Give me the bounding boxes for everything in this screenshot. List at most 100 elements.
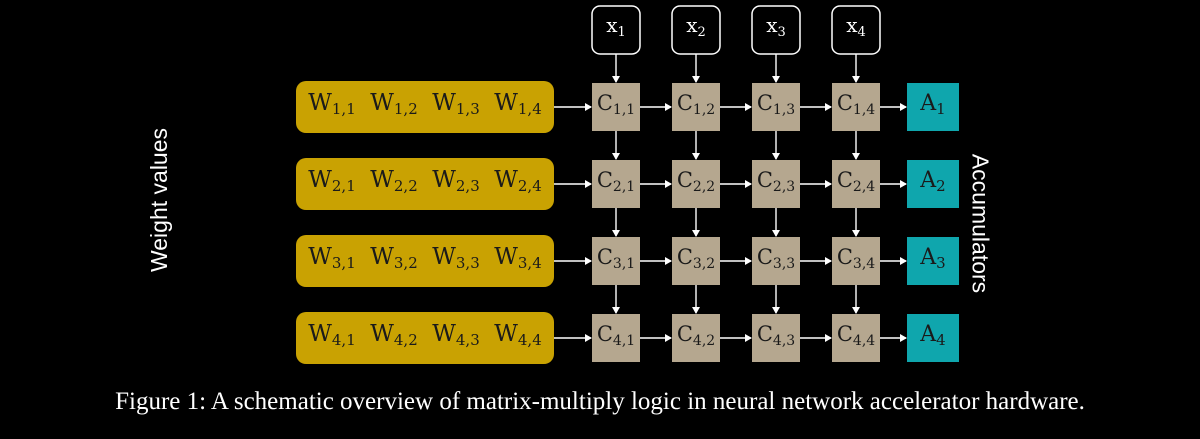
mac-cell-label: C1,4 xyxy=(837,91,875,119)
figure-caption: Figure 1: A schematic overview of matrix… xyxy=(115,388,1085,415)
weight-value: W4,3 xyxy=(432,321,480,349)
accumulators-label: Accumulators xyxy=(967,153,994,294)
input-box-x4: x4 xyxy=(831,5,881,55)
mac-cell-box xyxy=(672,160,720,208)
mac-cell-label: C3,2 xyxy=(677,245,715,273)
mac-cell-3-2: C3,2 xyxy=(672,237,720,285)
mac-cell-label: C2,2 xyxy=(677,168,715,196)
accumulator-label: A2 xyxy=(919,168,945,195)
accumulator-label: A1 xyxy=(919,91,945,118)
mac-cell-box xyxy=(752,314,800,362)
input-label: x4 xyxy=(846,13,866,40)
weight-value: W1,2 xyxy=(370,90,418,118)
input-box-x2: x2 xyxy=(671,5,721,55)
weight-value: W3,4 xyxy=(494,244,542,272)
mac-cell-label: C4,2 xyxy=(677,322,715,350)
arrow-layer xyxy=(554,54,907,342)
mac-cell-label: C3,3 xyxy=(757,245,795,273)
accumulator-box xyxy=(907,160,959,208)
mac-cell-label: C1,3 xyxy=(757,91,795,119)
mac-cell-label: C4,4 xyxy=(837,322,875,350)
mac-cell-2-3: C2,3 xyxy=(752,160,800,208)
accumulator-4: A4 xyxy=(907,314,959,362)
mac-cell-box xyxy=(752,237,800,285)
input-box-frame xyxy=(831,5,881,55)
accumulator-label: A4 xyxy=(919,322,945,349)
mac-cell-4-4: C4,4 xyxy=(832,314,880,362)
weight-value: W3,1 xyxy=(308,244,356,272)
mac-cell-label: C3,4 xyxy=(837,245,875,273)
input-label: x2 xyxy=(686,13,706,40)
mac-cell-box xyxy=(752,160,800,208)
mac-cell-3-1: C3,1 xyxy=(592,237,640,285)
mac-cell-box xyxy=(592,314,640,362)
mac-cell-box xyxy=(752,83,800,131)
mac-cell-4-3: C4,3 xyxy=(752,314,800,362)
weight-value: W3,2 xyxy=(370,244,418,272)
mac-cell-box xyxy=(832,83,880,131)
mac-cell-1-2: C1,2 xyxy=(672,83,720,131)
accumulator-box xyxy=(907,83,959,131)
mac-cell-1-4: C1,4 xyxy=(832,83,880,131)
weight-row-3: W3,1 W3,2 W3,3 W3,4 xyxy=(296,235,554,287)
mac-cell-label: C4,1 xyxy=(597,322,635,350)
weight-value: W1,1 xyxy=(308,90,356,118)
weight-value: W2,2 xyxy=(370,167,418,195)
accumulator-3: A3 xyxy=(907,237,959,285)
weight-row-box xyxy=(296,81,554,133)
accumulator-box xyxy=(907,314,959,362)
mac-cell-box xyxy=(832,237,880,285)
weight-row-box xyxy=(296,158,554,210)
input-box-frame xyxy=(591,5,641,55)
weight-row-1: W1,1 W1,2 W1,3 W1,4 xyxy=(296,81,554,133)
weight-value: W3,3 xyxy=(432,244,480,272)
mac-cell-box xyxy=(672,314,720,362)
weight-value: W4,4 xyxy=(494,321,542,349)
mac-cell-label: C1,2 xyxy=(677,91,715,119)
mac-cell-box xyxy=(592,160,640,208)
mac-cell-box xyxy=(592,237,640,285)
input-label: x1 xyxy=(606,13,626,40)
accumulator-label: A3 xyxy=(919,245,945,272)
input-box-frame xyxy=(671,5,721,55)
weight-value: W1,3 xyxy=(432,90,480,118)
weight-value: W2,1 xyxy=(308,167,356,195)
mac-cell-box xyxy=(672,237,720,285)
weight-value: W2,4 xyxy=(494,167,542,195)
mac-cell-box xyxy=(832,160,880,208)
mac-cell-2-2: C2,2 xyxy=(672,160,720,208)
mac-cell-1-3: C1,3 xyxy=(752,83,800,131)
weight-values-label: Weight values xyxy=(146,127,172,273)
mac-cell-label: C3,1 xyxy=(597,245,635,273)
mac-cell-box xyxy=(672,83,720,131)
mac-cell-4-2: C4,2 xyxy=(672,314,720,362)
mac-cell-label: C2,4 xyxy=(837,168,875,196)
mac-cell-3-4: C3,4 xyxy=(832,237,880,285)
mac-cell-box xyxy=(832,314,880,362)
mac-cell-2-4: C2,4 xyxy=(832,160,880,208)
input-box-frame xyxy=(751,5,801,55)
mac-cell-3-3: C3,3 xyxy=(752,237,800,285)
mac-cell-label: C1,1 xyxy=(597,91,635,119)
weight-row-box xyxy=(296,312,554,364)
input-box-x1: x1 xyxy=(591,5,641,55)
accumulator-1: A1 xyxy=(907,83,959,131)
mac-cell-label: C2,3 xyxy=(757,168,795,196)
accumulator-2: A2 xyxy=(907,160,959,208)
input-box-x3: x3 xyxy=(751,5,801,55)
weight-value: W2,3 xyxy=(432,167,480,195)
mac-cell-2-1: C2,1 xyxy=(592,160,640,208)
input-label: x3 xyxy=(766,13,786,40)
weight-value: W4,1 xyxy=(308,321,356,349)
weight-value: W1,4 xyxy=(494,90,542,118)
weight-row-box xyxy=(296,235,554,287)
mac-cell-1-1: C1,1 xyxy=(592,83,640,131)
mac-cell-label: C4,3 xyxy=(757,322,795,350)
mac-cell-box xyxy=(592,83,640,131)
mac-cell-label: C2,1 xyxy=(597,168,635,196)
accumulator-box xyxy=(907,237,959,285)
